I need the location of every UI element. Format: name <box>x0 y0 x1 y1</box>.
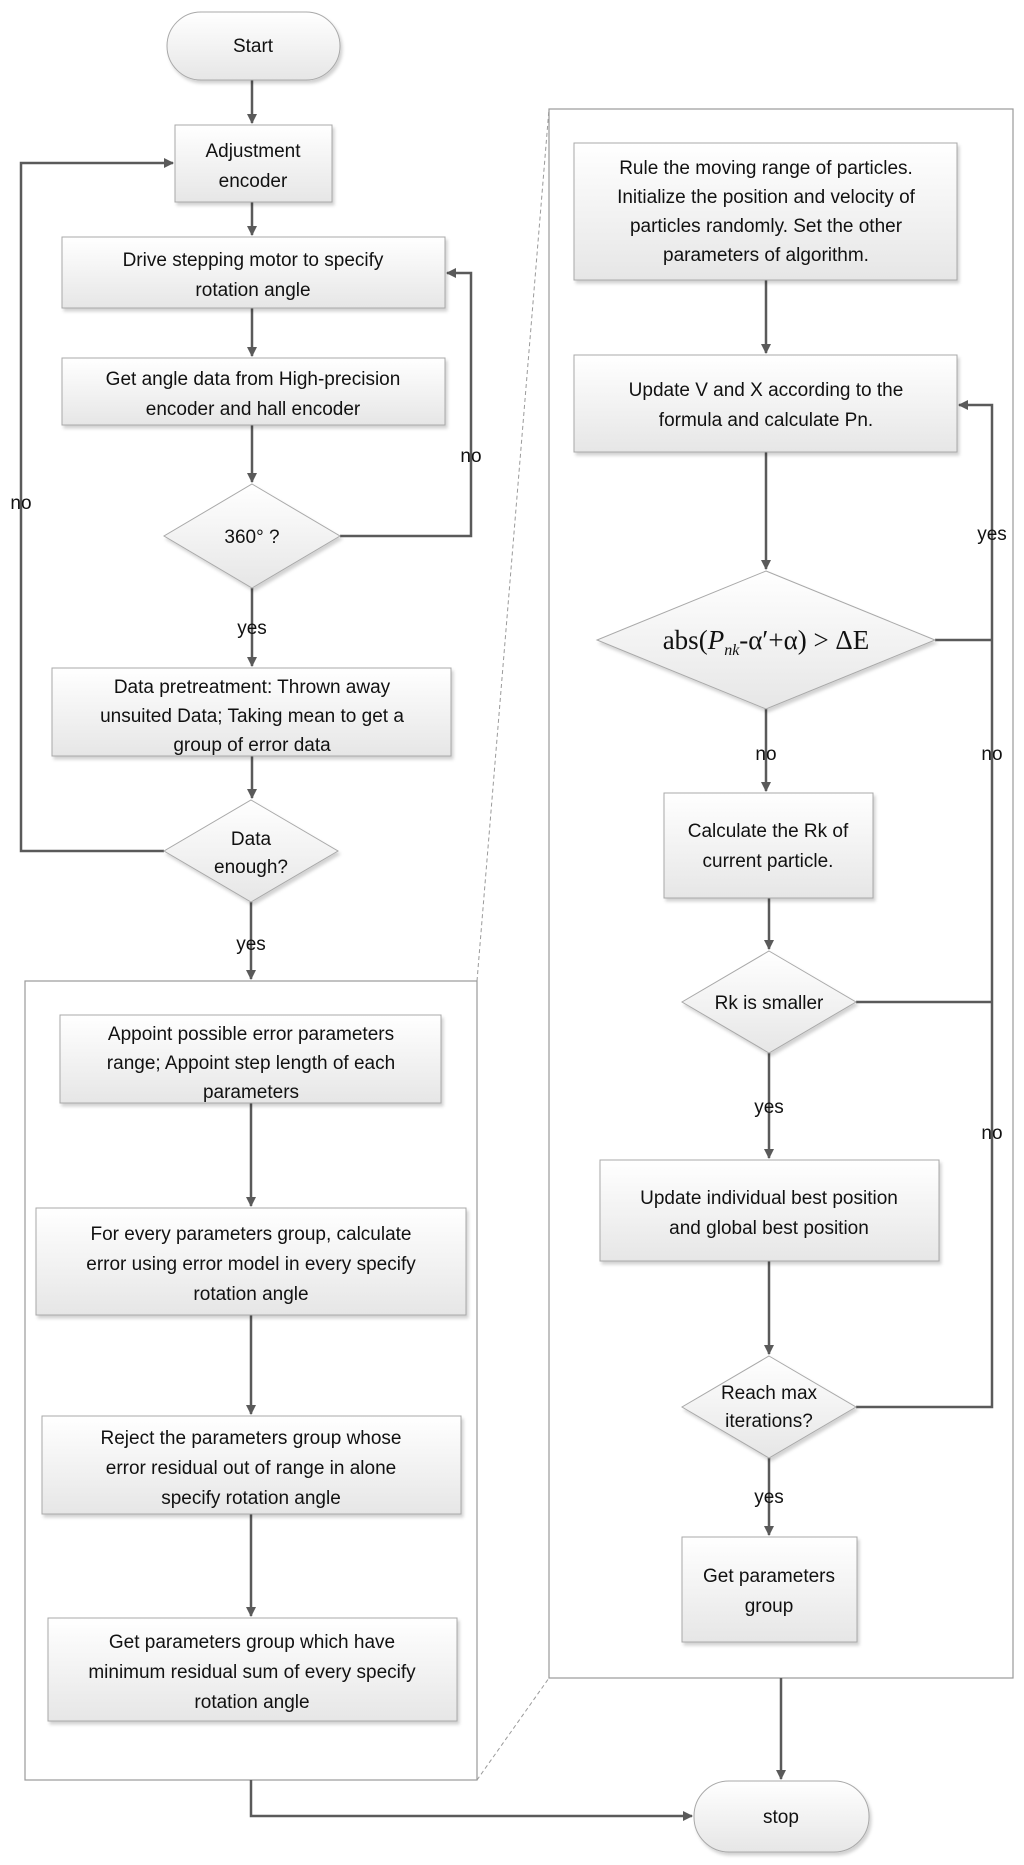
zoom-connector-bottom <box>476 1677 550 1781</box>
check-360-decision: 360° ? <box>163 483 341 589</box>
start-label: Start <box>233 36 274 57</box>
svg-text:Get angle data from High-preci: Get angle data from High-precisionencode… <box>106 369 401 420</box>
svg-text:For every parameters group, ca: For every parameters group, calculateerr… <box>86 1224 416 1305</box>
svg-text:Rk is smaller: Rk is smaller <box>715 993 824 1014</box>
svg-text:Rule the moving range of parti: Rule the moving range of particles.Initi… <box>617 158 916 266</box>
yes-label: yes <box>236 934 266 955</box>
error-threshold-decision: abs(Pnk-α′+α) > ΔE <box>595 570 937 710</box>
no-label: no <box>981 1123 1002 1144</box>
svg-text:Drive stepping motor to specif: Drive stepping motor to specifyrotation … <box>123 250 384 301</box>
svg-text:Appoint possible error paramet: Appoint possible error parametersrange; … <box>107 1024 395 1103</box>
svg-text:stop: stop <box>763 1807 799 1828</box>
start-terminator: Start <box>166 11 341 81</box>
stop-terminator: stop <box>693 1780 870 1853</box>
no-label: no <box>755 744 776 765</box>
svg-text:360° ?: 360° ? <box>224 527 279 548</box>
no-label: no <box>460 446 481 467</box>
rk-smaller-decision: Rk is smaller <box>681 950 857 1054</box>
initialize-particles-box: Rule the moving range of particles.Initi… <box>573 142 958 281</box>
yes-label: yes <box>754 1097 784 1118</box>
no-label: no <box>10 493 31 514</box>
yes-label: yes <box>237 618 267 639</box>
yes-label: yes <box>977 524 1007 545</box>
yes-label: yes <box>754 1487 784 1508</box>
svg-text:abs(Pnk-α′+α) > ΔE: abs(Pnk-α′+α) > ΔE <box>663 625 870 659</box>
no-label: no <box>981 744 1002 765</box>
connectors <box>19 80 994 1821</box>
zoom-connector-top <box>476 108 550 982</box>
